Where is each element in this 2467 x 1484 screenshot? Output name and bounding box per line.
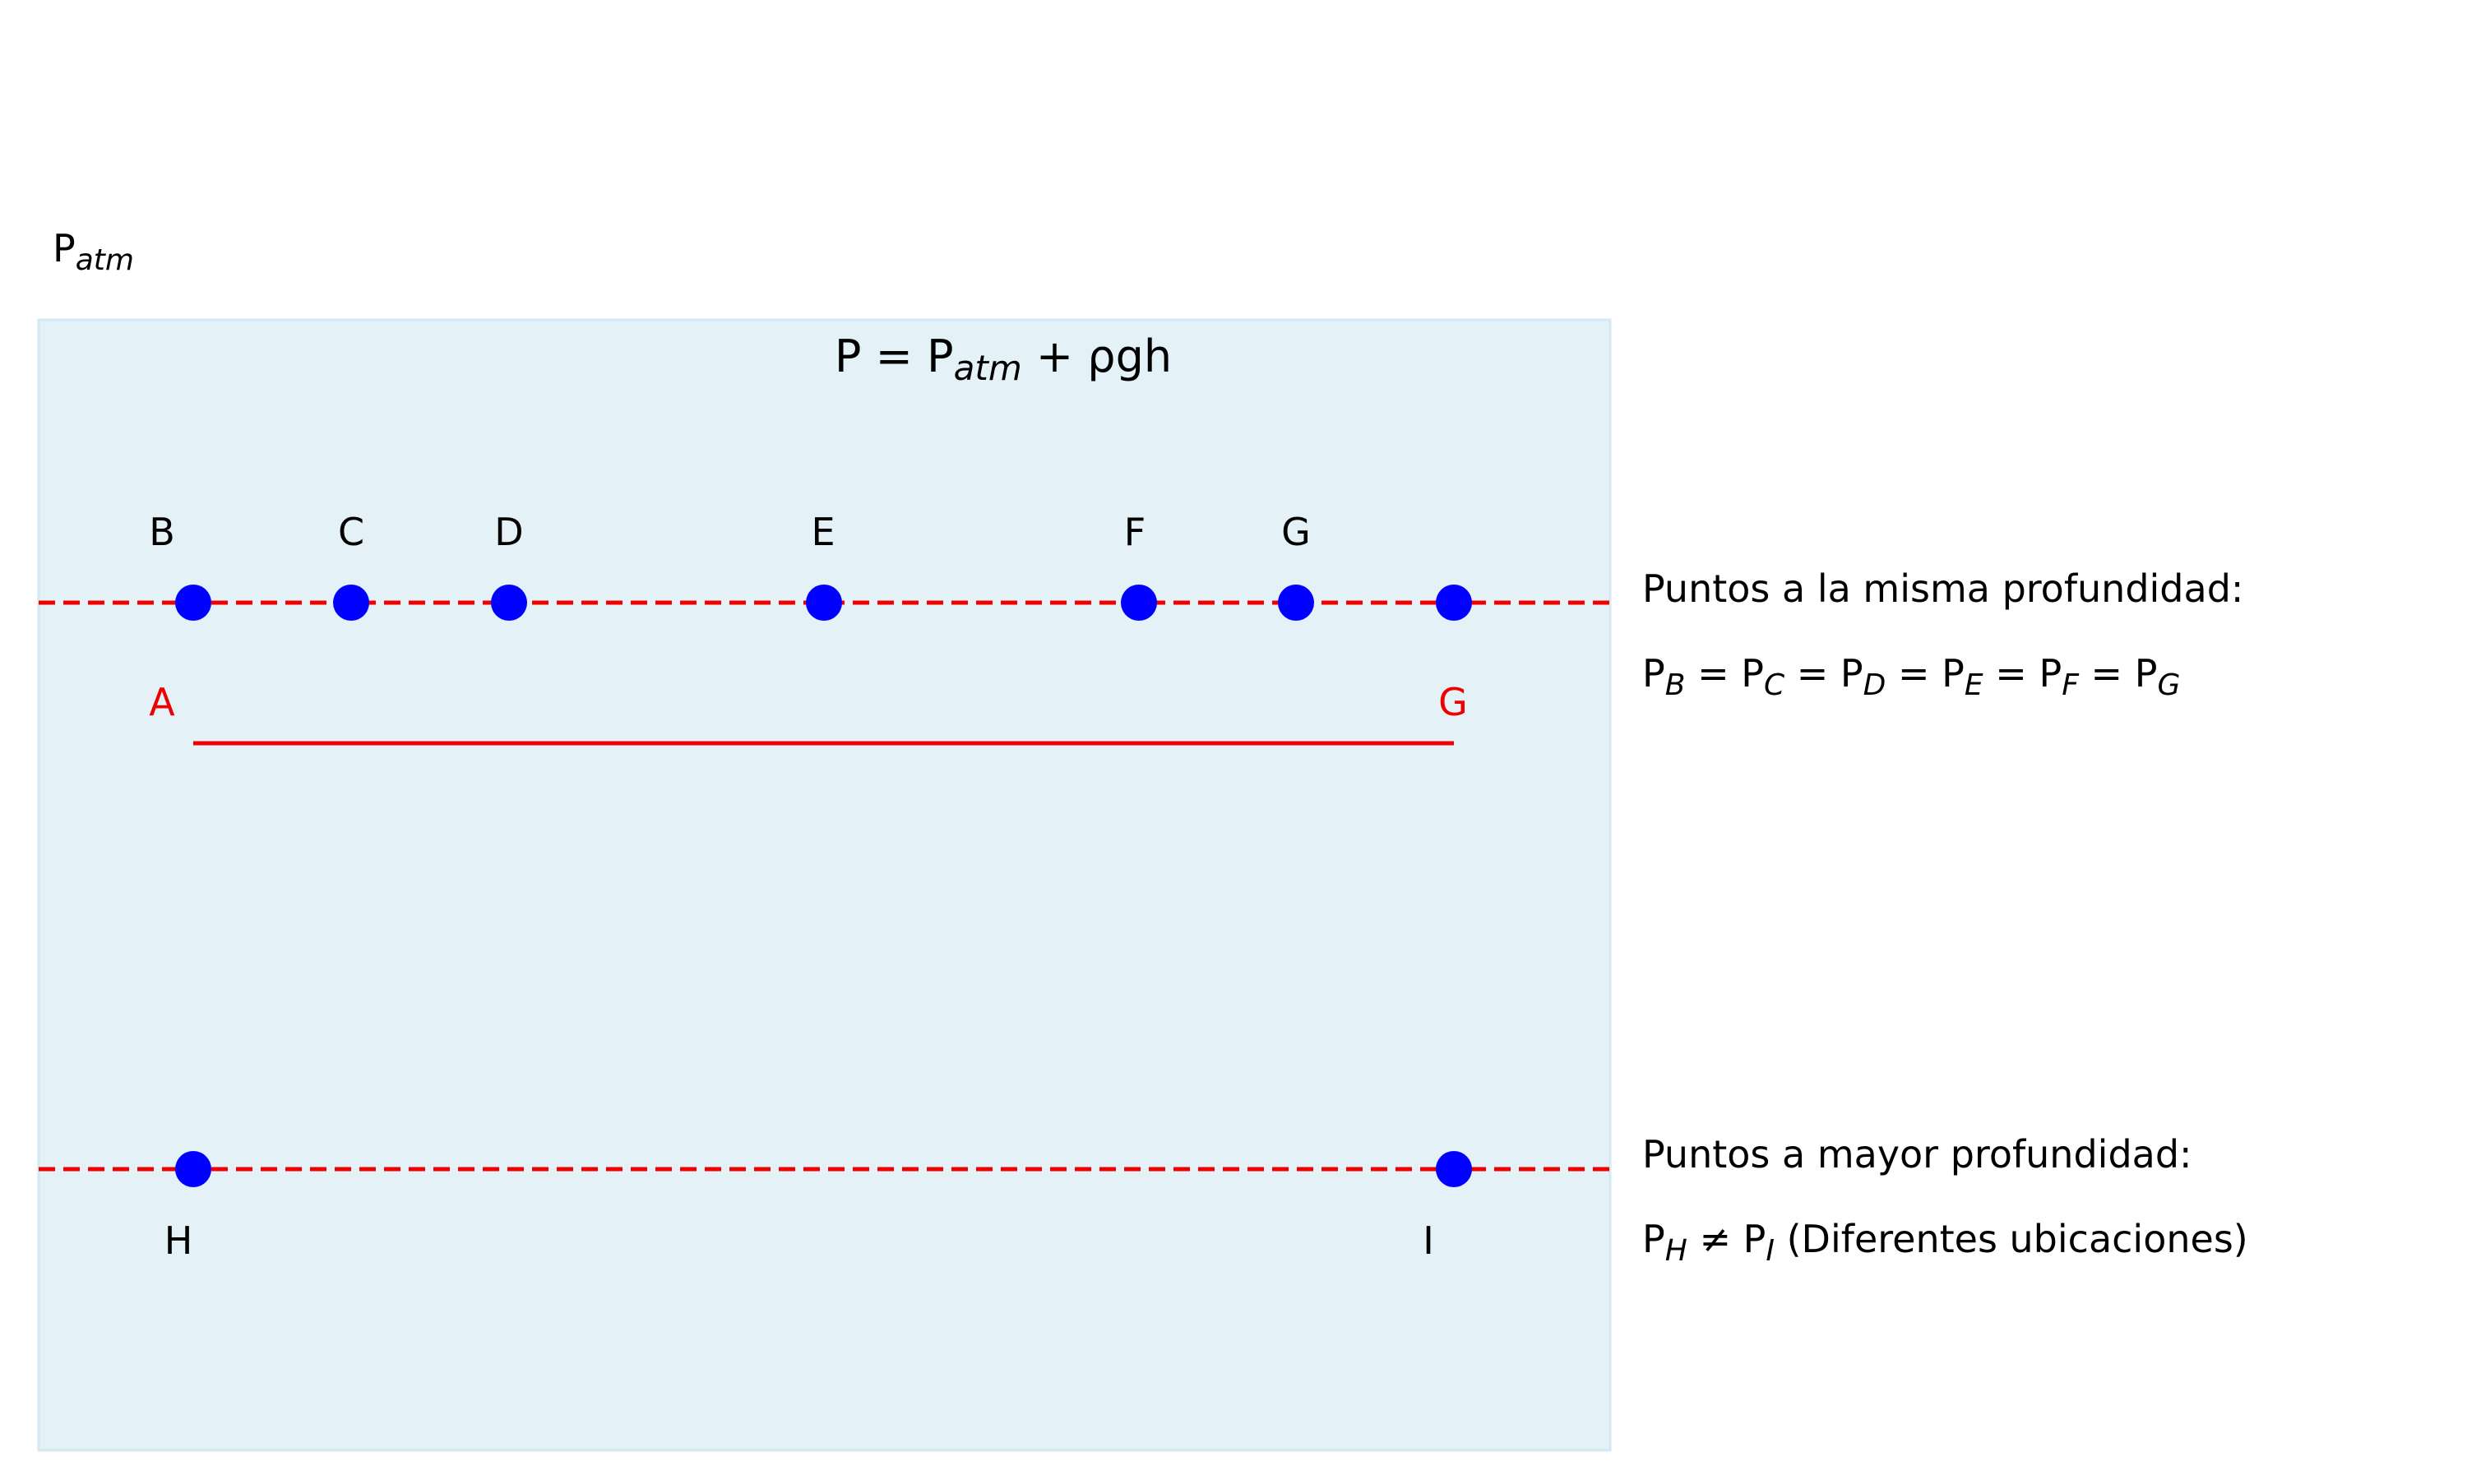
- same-depth-point-3: [491, 585, 527, 621]
- same-depth-label-f: F: [1124, 510, 1146, 554]
- same-depth-label-d: D: [494, 510, 523, 554]
- same-depth-point-1: [175, 585, 211, 621]
- same-depth-points: [175, 585, 1472, 621]
- same-depth-label-g: G: [1281, 510, 1311, 554]
- same-depth-point-6: [1278, 585, 1314, 621]
- deeper-equation: PH ≠ PI (Diferentes ubicaciones): [1642, 1217, 2248, 1268]
- segment-end-label: G: [1438, 680, 1468, 724]
- same-depth-point-7: [1436, 585, 1472, 621]
- deeper-title: Puntos a mayor profundidad:: [1642, 1132, 2192, 1177]
- pressure-formula: P = Patm + ρgh: [835, 331, 1172, 388]
- same-depth-point-labels: B C D E F G: [149, 510, 1311, 554]
- segment-start-label: A: [149, 680, 175, 724]
- same-depth-label-b: B: [149, 510, 175, 554]
- atmospheric-pressure-label: Patm: [53, 226, 134, 277]
- liquid-container: [37, 318, 1612, 1452]
- same-depth-title: Puntos a la misma profundidad:: [1642, 566, 2243, 611]
- deeper-label-i: I: [1423, 1218, 1434, 1263]
- deeper-point-1: [175, 1151, 211, 1187]
- same-depth-equation: PB = PC = PD = PE = PF = PG: [1642, 651, 2180, 702]
- same-depth-point-5: [1121, 585, 1157, 621]
- deeper-point-2: [1436, 1151, 1472, 1187]
- deeper-points: [175, 1151, 1472, 1187]
- same-depth-point-4: [806, 585, 842, 621]
- same-depth-label-e: E: [811, 510, 835, 554]
- same-depth-point-2: [333, 585, 369, 621]
- deeper-label-h: H: [164, 1218, 193, 1263]
- same-depth-label-c: C: [338, 510, 364, 554]
